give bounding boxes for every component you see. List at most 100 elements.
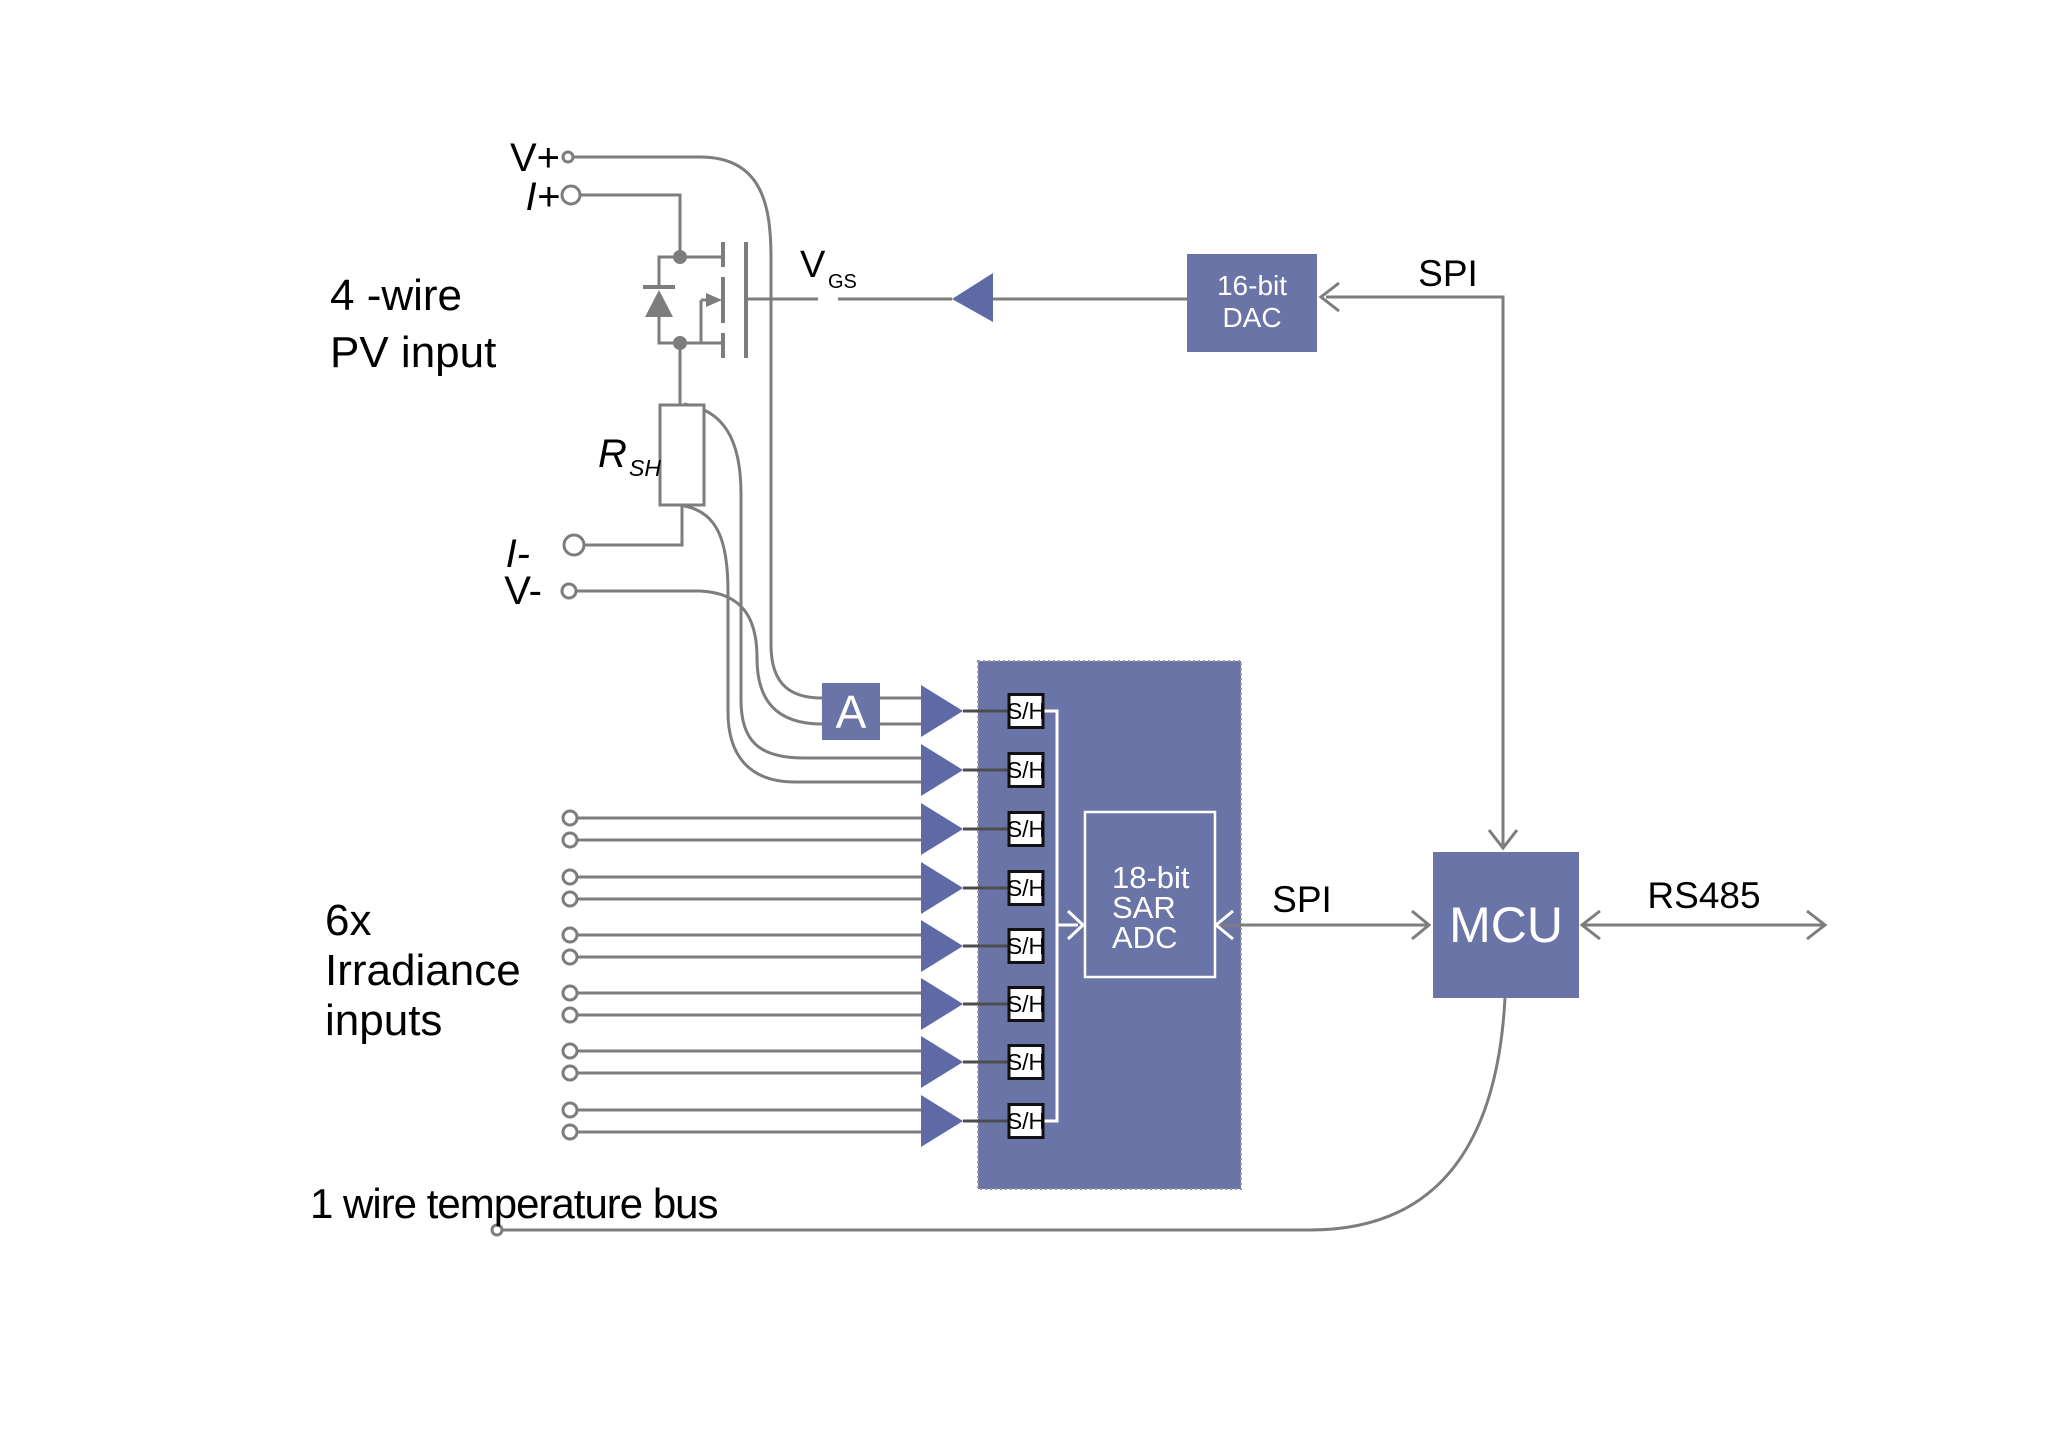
sh-label: S/H [1007, 816, 1045, 842]
irradiance-terminal [561, 868, 579, 886]
sh-block [1007, 928, 1045, 964]
spi-dac-wire [1326, 295, 1505, 845]
irradiance-label-line2: Irradiance [325, 946, 521, 995]
vminus-wire [576, 589, 823, 726]
spi-adc-mcu-link: SPI [1213, 879, 1432, 941]
iminus-wire [584, 505, 684, 547]
pv-input-section: V+ I+ I- V- 4 -wire PV input [330, 136, 921, 784]
sar-adc-inner-block [1083, 810, 1217, 979]
irradiance-terminal [561, 1123, 579, 1141]
irradiance-terminal [561, 948, 579, 966]
sh-label: S/H [1007, 1108, 1045, 1134]
shunt-label: R [598, 432, 627, 476]
irradiance-terminal [561, 1101, 579, 1119]
amp-a-output-wires [880, 696, 921, 726]
buffer-triangle-icon [921, 744, 963, 796]
buffer-triangle-icon [921, 685, 963, 737]
temperature-bus-terminal [490, 1223, 504, 1237]
spi-mcu-down-arrowhead-icon [1487, 829, 1519, 851]
sample-hold-blocks: S/H S/H S/H S/H S/H S/H S/H S/H [1007, 693, 1045, 1139]
irradiance-label-line1: 6x [325, 896, 371, 945]
sar-adc-label-line2: SAR [1112, 890, 1176, 925]
front-end-amplifiers: A [822, 683, 963, 1147]
sh-label: S/H [1007, 1049, 1045, 1075]
mcu-section: MCU RS485 [1433, 852, 1828, 998]
mosfet-body-arrow-icon [706, 293, 722, 307]
gate-drive-section: V GS 16-bit DAC SPI [746, 244, 1519, 851]
temperature-bus-label: 1 wire temperature bus [310, 1180, 718, 1227]
spi-adc-left-arrowhead-icon [1213, 909, 1234, 941]
vminus-label: V- [504, 569, 542, 613]
sh-block [1007, 870, 1045, 906]
mosfet-symbol [643, 242, 748, 405]
irradiance-input-wires [577, 816, 921, 1134]
spi-dac-label: SPI [1418, 253, 1478, 294]
shunt-top-sense-wire [683, 402, 921, 760]
sh-block [1007, 1044, 1045, 1080]
buffer-triangle-icon [921, 1036, 963, 1088]
irradiance-terminal [561, 1042, 579, 1060]
sh-output-bus [1043, 709, 1078, 1123]
gate-buffer-triangle-icon [952, 273, 993, 322]
spi-dac-arrowhead-icon [1318, 281, 1340, 313]
spi-adc-right-arrowhead-icon [1411, 909, 1432, 941]
pv-label-line1: 4 -wire [330, 271, 462, 320]
pv-label-line2: PV input [330, 328, 496, 377]
sh-input-stub-wires [963, 709, 1009, 1123]
channel-buffer-triangles [921, 685, 963, 1147]
shunt-resistor-body [658, 403, 706, 507]
adc-section: S/H S/H S/H S/H S/H S/H S/H S/H 18-bit S… [963, 660, 1242, 1190]
iminus-terminal [562, 533, 586, 557]
adc-input-arrowhead-icon [1066, 909, 1086, 941]
sh-block [1007, 811, 1045, 847]
vplus-label: V+ [510, 136, 560, 180]
vgs-label: V [800, 244, 826, 286]
dac-block [1187, 254, 1317, 352]
iplus-terminal [560, 184, 582, 206]
shunt-bottom-sense-wire [683, 504, 921, 784]
irradiance-label-line3: inputs [325, 996, 442, 1045]
buffer-triangle-icon [921, 1095, 963, 1147]
irradiance-inputs-section: 6x Irradiance inputs [325, 809, 921, 1141]
mcu-block [1433, 852, 1579, 998]
rs485-left-arrowhead-icon [1579, 909, 1601, 941]
irradiance-terminal [561, 831, 579, 849]
sh-label: S/H [1007, 757, 1045, 783]
spi-adc-label: SPI [1272, 879, 1332, 920]
iplus-label: I+ [526, 175, 560, 219]
iplus-wire [580, 193, 682, 257]
irradiance-terminal [561, 1064, 579, 1082]
dac-label-line2: DAC [1222, 302, 1281, 333]
diode-icon [645, 290, 673, 317]
temperature-bus-section: 1 wire temperature bus [310, 997, 1507, 1237]
diode-anode-lead [657, 317, 680, 345]
sar-adc-label-line3: ADC [1112, 920, 1177, 955]
vplus-wire [573, 155, 823, 700]
sh-label: S/H [1007, 991, 1045, 1017]
amp-a-label: A [836, 686, 867, 738]
sh-label: S/H [1007, 698, 1045, 724]
buffer-triangle-icon [921, 803, 963, 855]
irradiance-terminal [561, 1006, 579, 1024]
irradiance-terminal [561, 809, 579, 827]
buffer-triangle-icon [921, 862, 963, 914]
vgs-label-subscript: GS [828, 271, 857, 293]
irradiance-terminal [561, 926, 579, 944]
rs485-label: RS485 [1647, 875, 1760, 916]
iminus-label: I- [506, 532, 530, 576]
sh-block [1007, 1103, 1045, 1139]
sh-block [1007, 986, 1045, 1022]
amp-a-block [822, 683, 880, 740]
shunt-label-subscript: SH [629, 455, 661, 481]
irradiance-terminals [561, 809, 579, 1141]
sh-label: S/H [1007, 933, 1045, 959]
rs485-right-arrowhead-icon [1806, 909, 1828, 941]
buffer-triangle-icon [921, 978, 963, 1030]
vminus-terminal [560, 582, 578, 600]
vplus-terminal [561, 150, 575, 164]
sh-block [1007, 752, 1045, 788]
adc-block [977, 660, 1242, 1190]
dac-label-line1: 16-bit [1217, 270, 1287, 301]
